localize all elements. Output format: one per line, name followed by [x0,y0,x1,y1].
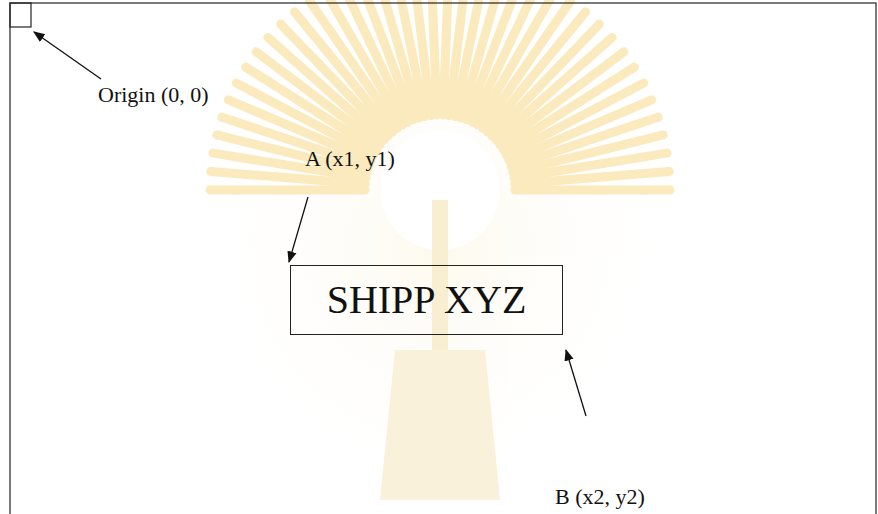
origin-square [10,3,31,27]
leader-arrow [289,197,308,262]
leader-arrow [34,32,101,79]
seal-ray [431,0,437,115]
callout-label: Origin (0, 0) [98,82,209,108]
seal-watermark [200,0,680,500]
seal-ray [210,186,365,195]
text-box: SHIPP XYZ [290,265,563,335]
callout-label: A (x1, y1) [305,146,395,172]
seal-ray [515,186,670,195]
seal-ray [412,0,431,116]
leader-arrow [566,350,586,416]
page-frame [10,3,876,514]
seal-ray [515,171,669,183]
callout-label: B (x2, y2) [555,484,645,510]
box-text: SHIPP XYZ [327,278,527,322]
